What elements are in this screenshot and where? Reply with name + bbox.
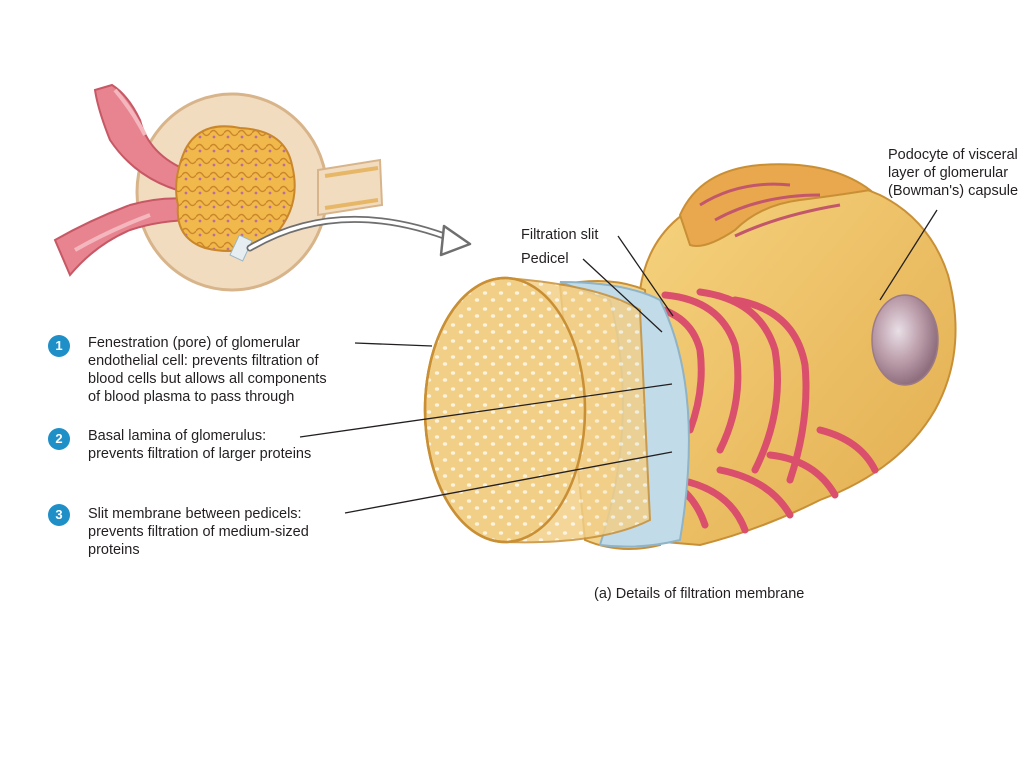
renal-corpuscle-illustration: [53, 83, 472, 292]
leader-lines: [299, 209, 938, 514]
callout-3-line-3: proteins: [88, 542, 140, 558]
callout-badge-3: 3: [48, 504, 70, 526]
callout-1-line-4: of blood plasma to pass through: [88, 389, 295, 405]
callout-1-line-3: blood cells but allows all components: [88, 371, 327, 387]
filtration-membrane-shape: [423, 163, 957, 550]
filtration-slit-label: Filtration slit: [521, 227, 599, 243]
callout-1-line-2: endothelial cell: prevents filtration of: [88, 353, 319, 369]
pedicel-label: Pedicel: [521, 251, 569, 267]
podocyte-label: Podocyte of visceral layer of glomerular…: [888, 146, 1018, 200]
podocyte-label-line-2: layer of glomerular: [888, 165, 1009, 181]
callout-3-line-2: prevents filtration of medium-sized: [88, 524, 309, 540]
podocyte-label-line-3: (Bowman's) capsule: [888, 183, 1019, 199]
callout-text-2: Basal lamina of glomerulus: prevents fil…: [88, 427, 378, 463]
callout-3-line-1: Slit membrane between pedicels:: [88, 506, 302, 522]
callout-badge-1: 1: [48, 335, 70, 357]
zoom-arrow-head: [439, 224, 472, 257]
callout-2-line-2: prevents filtration of larger proteins: [88, 446, 312, 462]
podocyte-label-line-1: Podocyte of visceral: [888, 147, 1018, 163]
figure-caption: (a) Details of filtration membrane: [594, 586, 805, 602]
callout-text-3: Slit membrane between pedicels: prevents…: [88, 505, 378, 559]
callout-badge-2: 2: [48, 428, 70, 450]
callout-text-1: Fenestration (pore) of glomerular endoth…: [88, 334, 378, 406]
callout-2-line-1: Basal lamina of glomerulus:: [88, 428, 267, 444]
callout-1-line-1: Fenestration (pore) of glomerular: [88, 335, 300, 351]
podocyte-nucleus-shape: [871, 294, 939, 386]
